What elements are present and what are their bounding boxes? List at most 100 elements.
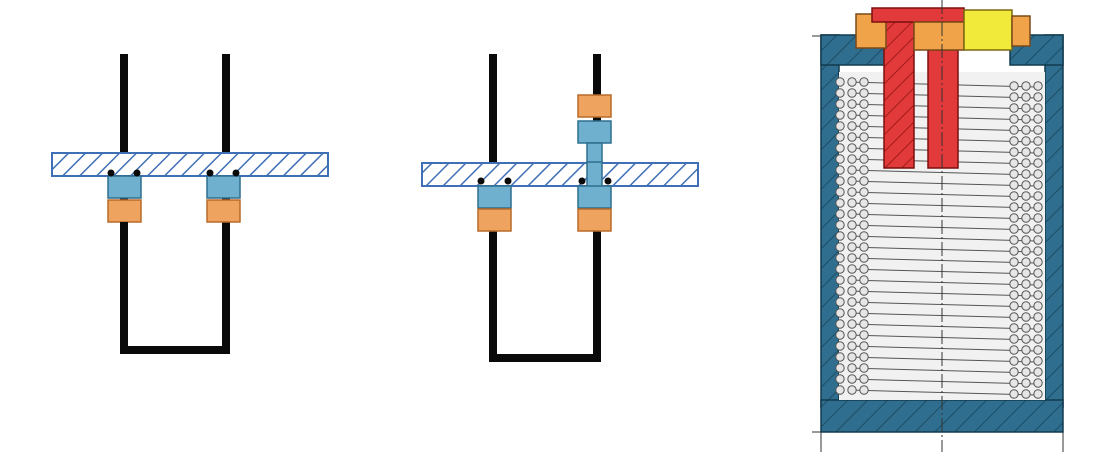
coil-wire-section xyxy=(1033,202,1043,212)
coil-wire-section xyxy=(847,176,857,186)
coil-wire-section xyxy=(1021,257,1031,267)
insulator-orange-left xyxy=(477,208,512,232)
coil-wire-section xyxy=(1009,158,1019,168)
insulator-blue-right xyxy=(577,185,612,209)
coil-wire-section xyxy=(1033,389,1043,399)
coil-wire-section xyxy=(835,385,845,395)
cap-orange-left xyxy=(855,13,887,49)
coil-wire-section xyxy=(1009,334,1019,344)
coil-wire-section xyxy=(1033,213,1043,223)
coil-wire-section xyxy=(847,165,857,175)
coil-wire-section xyxy=(1033,246,1043,256)
coil-wire-section xyxy=(859,165,869,175)
coil-wire-section xyxy=(1033,136,1043,146)
coil-wire-section xyxy=(1021,125,1031,135)
coil-wire-section xyxy=(847,88,857,98)
coil-wire-section xyxy=(859,198,869,208)
coil-wire-section xyxy=(1021,356,1031,366)
coil-wire-section xyxy=(847,374,857,384)
coil-wire-section xyxy=(1009,356,1019,366)
coil-wire-section xyxy=(859,286,869,296)
coil-wire-section xyxy=(847,198,857,208)
coil-wire-section xyxy=(1033,345,1043,355)
coil-wire-section xyxy=(835,187,845,197)
coil-wire-section xyxy=(1021,224,1031,234)
insulator-orange-right xyxy=(577,208,612,232)
coil-wire-section xyxy=(1009,246,1019,256)
coil-wire-section xyxy=(835,132,845,142)
insulator-blue-right xyxy=(206,175,241,199)
coil-wire-section xyxy=(847,352,857,362)
housing-right-wall xyxy=(1044,34,1064,408)
cap-orange-center xyxy=(913,21,965,51)
coil-wire-section xyxy=(1009,257,1019,267)
coil-wire-section xyxy=(835,209,845,219)
coil-wire-section xyxy=(859,220,869,230)
coil-wire-section xyxy=(835,198,845,208)
coil-wire-section xyxy=(1021,180,1031,190)
coil-wire-section xyxy=(1033,180,1043,190)
coil-wire-section xyxy=(1009,345,1019,355)
coil-wire-section xyxy=(1033,158,1043,168)
coil-wire-section xyxy=(1021,191,1031,201)
coil-wire-section xyxy=(859,132,869,142)
coil-wire-section xyxy=(847,253,857,263)
coil-wire-section xyxy=(859,121,869,131)
coil-wire-section xyxy=(859,253,869,263)
coil-wire-section xyxy=(847,187,857,197)
coil-wire-section xyxy=(847,99,857,109)
coil-wire-section xyxy=(847,363,857,373)
cap-red-top xyxy=(871,7,965,23)
coil-wire-section xyxy=(859,88,869,98)
coil-wire-section xyxy=(835,264,845,274)
coil-wire-section xyxy=(859,99,869,109)
coil-wire-section xyxy=(859,187,869,197)
coil-wire-section xyxy=(859,110,869,120)
coil-wire-section xyxy=(847,209,857,219)
coil-wire-section xyxy=(835,352,845,362)
coil-wire-section xyxy=(1009,312,1019,322)
coil-wire-section xyxy=(859,363,869,373)
coil-wire-section xyxy=(835,99,845,109)
coil-wire-section xyxy=(835,275,845,285)
coil-wire-section xyxy=(1021,202,1031,212)
coil-wire-section xyxy=(1033,92,1043,102)
coil-wire-section xyxy=(835,165,845,175)
insulator-blue-left xyxy=(107,175,142,199)
coil-wire-section xyxy=(859,352,869,362)
coil-wire-section xyxy=(859,209,869,219)
coil-wire-section xyxy=(1021,213,1031,223)
coil-wire-section xyxy=(1021,169,1031,179)
coil-wire-section xyxy=(1021,345,1031,355)
coil-wire-section xyxy=(1009,114,1019,124)
coil-wire-section xyxy=(835,220,845,230)
coil-wire-section xyxy=(1033,378,1043,388)
coil-wire-section xyxy=(1009,301,1019,311)
coil-wire-section xyxy=(1021,301,1031,311)
coil-wire-section xyxy=(1021,114,1031,124)
coil-wire-section xyxy=(1021,235,1031,245)
coil-wire-section xyxy=(1021,147,1031,157)
coil-wire-section xyxy=(835,308,845,318)
coil-wire-section xyxy=(859,264,869,274)
coil-wire-section xyxy=(1021,323,1031,333)
coil-wire-section xyxy=(847,110,857,120)
coil-wire-section xyxy=(847,264,857,274)
coil-wire-section xyxy=(847,341,857,351)
dimension-ticks xyxy=(812,35,1064,452)
coil-wire-section xyxy=(1009,92,1019,102)
coil-wire-section xyxy=(1033,103,1043,113)
coil-wire-section xyxy=(1009,279,1019,289)
coil-wire-section xyxy=(859,154,869,164)
coil-wire-section xyxy=(835,319,845,329)
coil-wire-section xyxy=(835,341,845,351)
coil-wire-section xyxy=(835,110,845,120)
coil-wire-section xyxy=(859,275,869,285)
insulator-orange-right xyxy=(206,199,241,223)
coil-wire-section xyxy=(1033,356,1043,366)
coil-wire-section xyxy=(1009,81,1019,91)
coil-wire-section xyxy=(1033,290,1043,300)
seal-dots xyxy=(107,169,240,177)
electrode-left xyxy=(883,19,915,169)
